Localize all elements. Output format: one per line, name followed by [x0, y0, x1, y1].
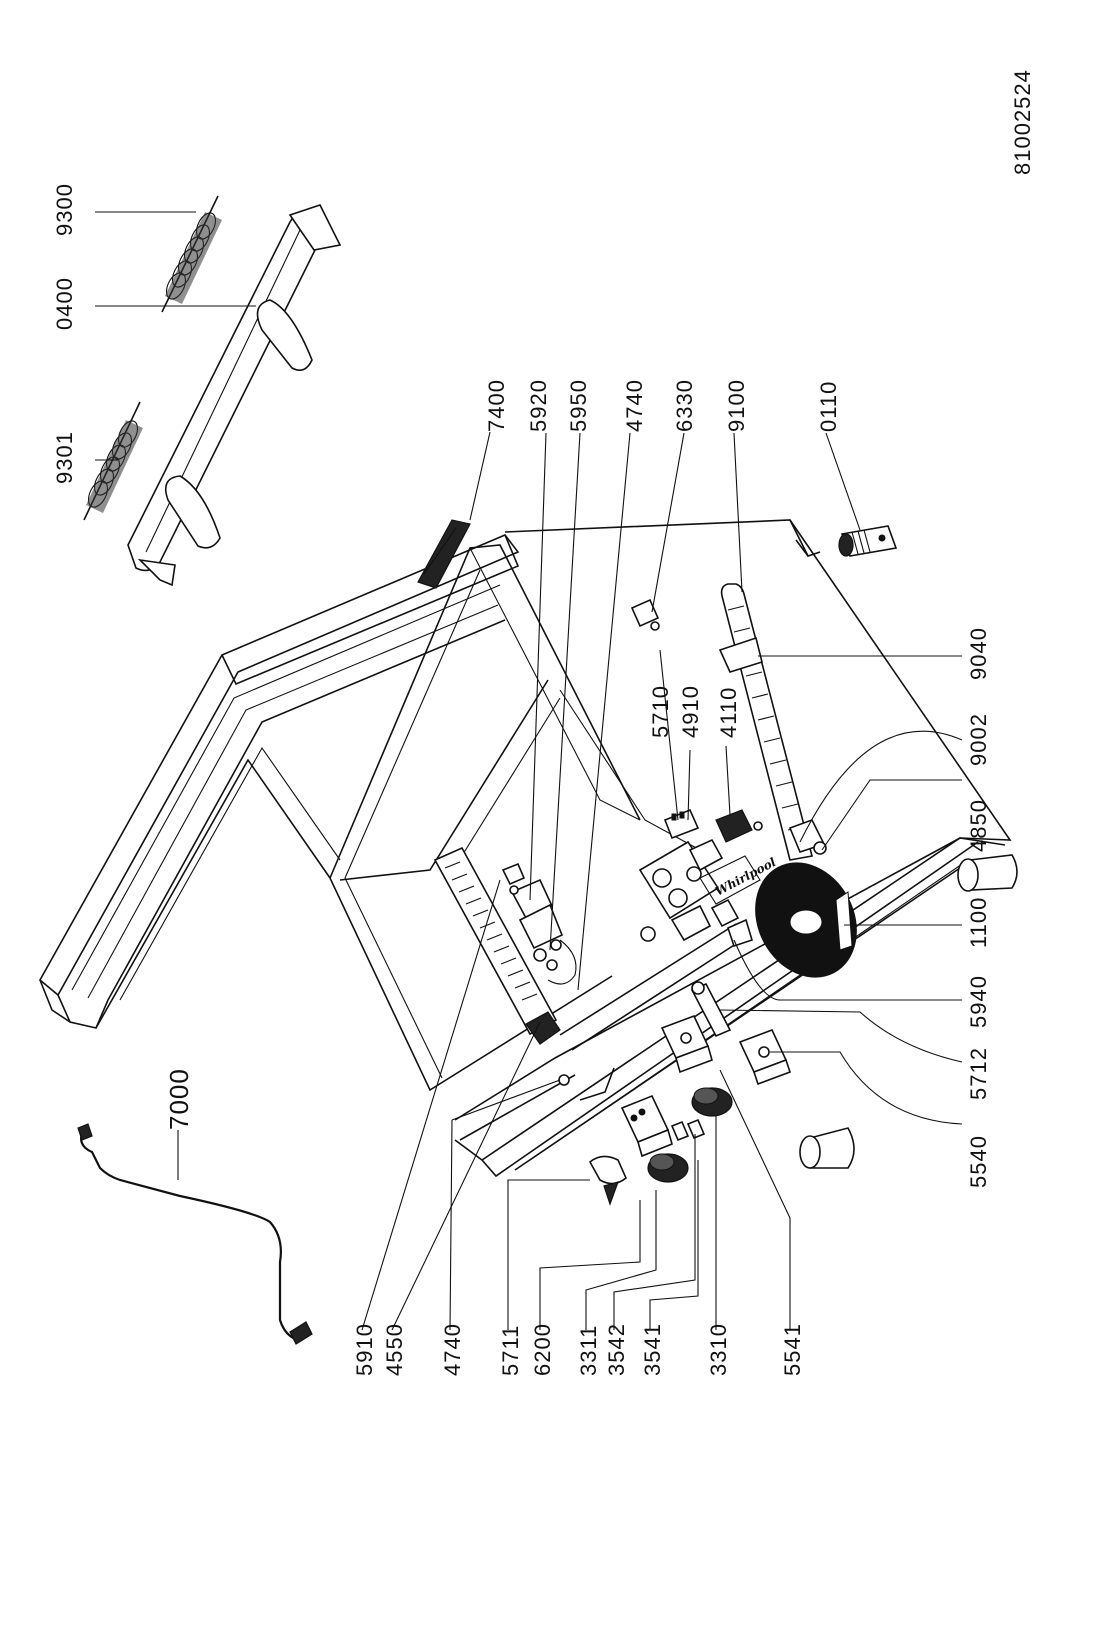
- label-3310: 3310: [706, 1323, 731, 1376]
- foot-front: [799, 1127, 855, 1169]
- label-9301: 9301: [52, 431, 77, 484]
- hinge-7400: [417, 519, 471, 589]
- spring-9301: [83, 401, 143, 521]
- part-labels: 9300 0400 9301 7400 5920 5950 4740 6330 …: [52, 183, 991, 1376]
- spring-9300: [161, 195, 222, 313]
- label-5940: 5940: [966, 975, 991, 1028]
- control-board-5710: [638, 838, 724, 942]
- component-5540: [738, 1028, 792, 1086]
- label-6330: 6330: [672, 379, 697, 432]
- label-3311: 3311: [576, 1325, 601, 1376]
- label-5950: 5950: [566, 379, 591, 432]
- drain-plug-0110: [838, 525, 898, 557]
- label-5920: 5920: [526, 379, 551, 432]
- bracket-9040: [718, 636, 763, 673]
- foot-rear: [957, 854, 1018, 892]
- handle-fin-upper: [256, 299, 313, 371]
- label-4910: 4910: [678, 685, 703, 738]
- label-5710: 5710: [648, 685, 673, 738]
- label-7000: 7000: [164, 1068, 194, 1130]
- wheel-1100: [755, 862, 857, 978]
- label-0400: 0400: [52, 277, 77, 330]
- label-4550: 4550: [382, 1323, 407, 1376]
- label-4740-bottom: 4740: [440, 1323, 465, 1376]
- component-5920: [510, 878, 564, 962]
- label-5711: 5711: [498, 1325, 523, 1376]
- switch-4910: [663, 808, 700, 840]
- label-5910: 5910: [352, 1323, 377, 1376]
- door-handle-bar: [127, 211, 323, 572]
- component-5950: [546, 939, 577, 985]
- component-5940: [710, 898, 753, 948]
- component-3541: [686, 1118, 706, 1140]
- power-cord-7000: [77, 1123, 313, 1345]
- component-3542: [670, 1120, 690, 1142]
- label-3542: 3542: [604, 1323, 629, 1376]
- label-9002: 9002: [966, 713, 991, 766]
- label-9100: 9100: [724, 379, 749, 432]
- label-5712: 5712: [966, 1047, 991, 1100]
- knob-3311: [647, 1153, 689, 1183]
- label-9300: 9300: [52, 183, 77, 236]
- diagram-code: 81002524: [1010, 69, 1035, 175]
- label-4740-top: 4740: [622, 379, 647, 432]
- label-4850: 4850: [966, 799, 991, 852]
- label-7400: 7400: [484, 379, 509, 432]
- label-9040: 9040: [966, 627, 991, 680]
- component-5541: [660, 1014, 713, 1074]
- component-5711: [588, 1155, 627, 1206]
- label-3541: 3541: [640, 1323, 665, 1376]
- handle-fin-lower: [164, 475, 221, 549]
- label-5541: 5541: [780, 1323, 805, 1376]
- door-handle-assembly: [83, 195, 342, 587]
- control-strip-4550: [433, 846, 561, 1045]
- lamp-5712: [690, 981, 732, 1038]
- bushing-4850: [788, 819, 827, 855]
- relay-4110: [715, 809, 763, 843]
- label-5540: 5540: [966, 1135, 991, 1188]
- label-0110: 0110: [816, 381, 841, 432]
- lid-frame: [38, 534, 520, 1029]
- handle-end-bracket-bottom: [137, 558, 176, 587]
- label-4110: 4110: [716, 687, 741, 738]
- knob-3310: [691, 1087, 733, 1117]
- label-1100: 1100: [966, 897, 991, 948]
- component-6330: [630, 598, 660, 631]
- freezer-body: [329, 519, 1018, 1178]
- handle-end-bracket-top: [288, 204, 342, 251]
- component-4740-lower: [558, 1074, 570, 1086]
- label-6200: 6200: [530, 1323, 555, 1376]
- thermostat-6200: [620, 1094, 673, 1158]
- leader-lines: [95, 211, 963, 1331]
- component-5910: [501, 862, 526, 895]
